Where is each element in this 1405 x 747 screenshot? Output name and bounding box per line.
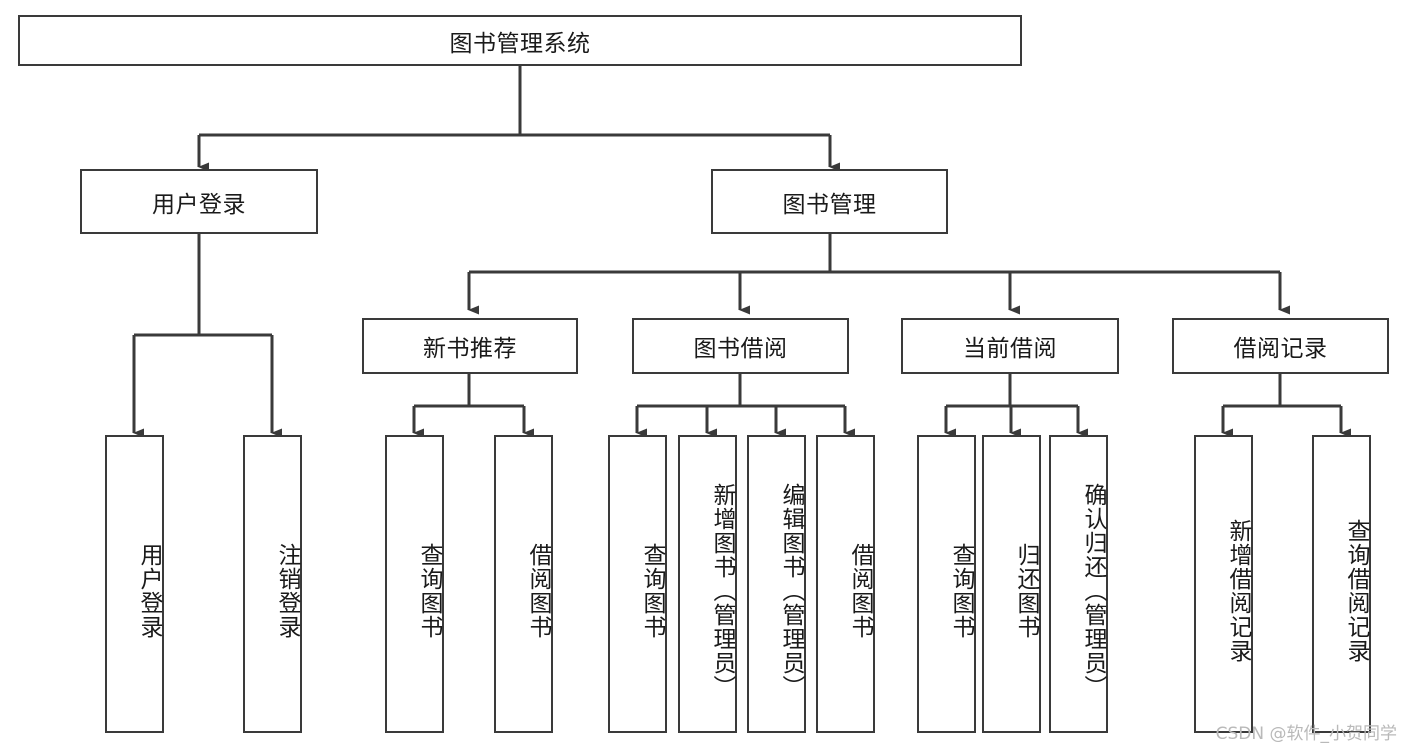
node-leaf-new-book-1-label: 借阅图书 [525, 543, 551, 639]
node-leaf-current-borrow-1[interactable]: 归还图书 [982, 435, 1041, 733]
node-leaf-book-borrow-2-label: 编辑图书（管理员） [778, 483, 804, 699]
node-leaf-current-borrow-1-label: 归还图书 [1013, 543, 1039, 639]
node-book-manage-label: 图书管理 [782, 191, 877, 218]
node-new-book-recommend[interactable]: 新书推荐 [362, 318, 578, 374]
node-leaf-borrow-record-1-label: 查询借阅记录 [1343, 519, 1369, 663]
node-borrow-record[interactable]: 借阅记录 [1172, 318, 1389, 374]
node-current-borrow-label: 当前借阅 [963, 336, 1057, 362]
node-book-borrow[interactable]: 图书借阅 [632, 318, 849, 374]
node-leaf-book-borrow-3-label: 借阅图书 [847, 543, 873, 639]
node-leaf-borrow-record-0-label: 新增借阅记录 [1225, 519, 1251, 663]
node-leaf-user-login-1-label: 注销登录 [274, 543, 300, 639]
node-leaf-book-borrow-0[interactable]: 查询图书 [608, 435, 667, 733]
node-leaf-new-book-0-label: 查询图书 [416, 543, 442, 639]
node-borrow-record-label: 借阅记录 [1233, 336, 1328, 362]
node-leaf-borrow-record-1[interactable]: 查询借阅记录 [1312, 435, 1371, 733]
node-current-borrow[interactable]: 当前借阅 [901, 318, 1119, 374]
node-leaf-new-book-0[interactable]: 查询图书 [385, 435, 444, 733]
node-leaf-current-borrow-0[interactable]: 查询图书 [917, 435, 976, 733]
node-leaf-book-borrow-1-label: 新增图书（管理员） [709, 483, 735, 699]
node-user-login[interactable]: 用户登录 [80, 169, 318, 234]
node-leaf-borrow-record-0[interactable]: 新增借阅记录 [1194, 435, 1253, 733]
node-leaf-current-borrow-0-label: 查询图书 [948, 543, 974, 639]
node-leaf-book-borrow-3[interactable]: 借阅图书 [816, 435, 875, 733]
node-leaf-user-login-0[interactable]: 用户登录 [105, 435, 164, 733]
node-user-login-label: 用户登录 [152, 191, 246, 218]
node-leaf-book-borrow-1[interactable]: 新增图书（管理员） [678, 435, 737, 733]
node-leaf-user-login-1[interactable]: 注销登录 [243, 435, 302, 733]
node-new-book-recommend-label: 新书推荐 [423, 336, 517, 362]
csdn-watermark: CSDN @软件_小贺同学 [1215, 724, 1397, 744]
node-leaf-new-book-1[interactable]: 借阅图书 [494, 435, 553, 733]
node-book-manage[interactable]: 图书管理 [711, 169, 948, 234]
node-leaf-current-borrow-2[interactable]: 确认归还（管理员） [1049, 435, 1108, 733]
node-book-borrow-label: 图书借阅 [693, 336, 788, 362]
node-root-label: 图书管理系统 [449, 30, 591, 57]
node-leaf-current-borrow-2-label: 确认归还（管理员） [1080, 483, 1106, 699]
node-leaf-book-borrow-0-label: 查询图书 [639, 543, 665, 639]
node-root[interactable]: 图书管理系统 [18, 15, 1022, 66]
node-leaf-book-borrow-2[interactable]: 编辑图书（管理员） [747, 435, 806, 733]
node-leaf-user-login-0-label: 用户登录 [136, 543, 162, 639]
